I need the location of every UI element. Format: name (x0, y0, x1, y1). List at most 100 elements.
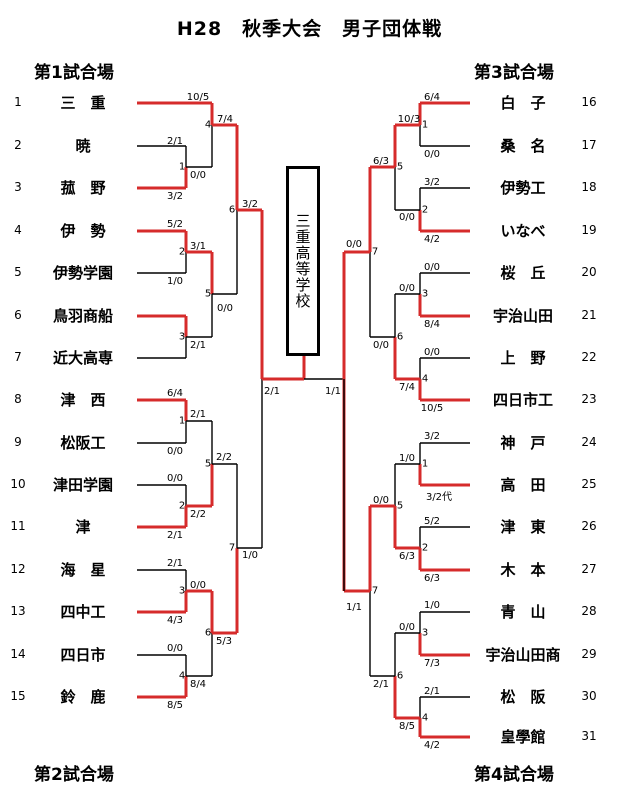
score-label: 0/0 (345, 239, 363, 250)
score-label: 0/0 (398, 622, 416, 633)
score-label: 1/0 (166, 276, 184, 287)
score-label: 0/0 (189, 580, 207, 591)
match-number: 6 (396, 670, 404, 682)
match-number: 3 (421, 627, 429, 639)
team-seed: 29 (581, 647, 597, 661)
team-name: 神 戸 (500, 434, 546, 452)
score-label: 1/1 (324, 386, 342, 397)
score-label: 8/4 (189, 679, 207, 690)
match-number: 1 (178, 161, 186, 173)
team-seed: 3 (14, 180, 22, 194)
score-label: 5/2 (166, 219, 184, 230)
score-label: 10/5 (420, 403, 444, 414)
match-number: 6 (228, 204, 236, 216)
team-name: 伊勢学園 (52, 264, 113, 282)
score-label: 2/1 (189, 340, 207, 351)
score-label: 3/2 (241, 199, 259, 210)
team-name: 鈴 鹿 (60, 688, 106, 706)
match-number: 2 (421, 542, 429, 554)
match-number: 1 (421, 458, 429, 470)
score-label: 1/0 (423, 600, 441, 611)
score-label: 2/2 (189, 509, 207, 520)
team-name: 宇治山田商 (485, 646, 561, 664)
match-number: 1 (178, 415, 186, 427)
team-name: 海 星 (60, 561, 106, 579)
score-label: 3/2 (166, 191, 184, 202)
score-label: 0/0 (423, 149, 441, 160)
team-name: 四日市 (60, 646, 106, 664)
team-seed: 6 (14, 308, 22, 322)
match-number: 6 (204, 627, 212, 639)
team-name: 伊 勢 (60, 222, 106, 240)
score-label: 8/5 (398, 721, 416, 732)
champion-box: 三重高等学校 (286, 166, 320, 356)
score-label: 6/4 (166, 388, 184, 399)
score-label: 2/1 (189, 409, 207, 420)
team-seed: 27 (581, 562, 597, 576)
team-seed: 7 (14, 350, 22, 364)
team-seed: 26 (581, 519, 597, 533)
score-label: 2/1 (263, 386, 281, 397)
score-label: 10/5 (186, 92, 210, 103)
team-seed: 14 (10, 647, 26, 661)
match-number: 4 (421, 373, 429, 385)
match-number: 2 (178, 500, 186, 512)
team-seed: 8 (14, 392, 22, 406)
team-name: 四日市工 (492, 391, 553, 409)
score-label: 4/2 (423, 740, 441, 751)
match-number: 3 (421, 288, 429, 300)
team-seed: 25 (581, 477, 597, 491)
team-seed: 12 (10, 562, 26, 576)
team-seed: 23 (581, 392, 597, 406)
team-seed: 9 (14, 435, 22, 449)
score-label: 8/4 (423, 319, 441, 330)
team-name: 松阪工 (60, 434, 106, 452)
score-label: 2/1 (372, 679, 390, 690)
team-name: 四中工 (60, 603, 106, 621)
team-seed: 16 (581, 95, 597, 109)
match-number: 5 (396, 161, 404, 173)
score-label: 0/0 (166, 446, 184, 457)
score-label: 4/2 (423, 234, 441, 245)
score-label: 6/3 (398, 551, 416, 562)
score-label: 1/0 (398, 453, 416, 464)
team-name: 宇治山田 (492, 307, 553, 325)
team-name: 青 山 (500, 603, 546, 621)
team-name: 津田学園 (52, 476, 113, 494)
team-name: 鳥羽商船 (52, 307, 113, 325)
match-number: 7 (371, 246, 379, 258)
match-number: 3 (178, 585, 186, 597)
score-label: 3/2 (423, 177, 441, 188)
champion-name: 三重高等学校 (293, 213, 312, 309)
score-label: 0/0 (423, 347, 441, 358)
score-label: 6/3 (372, 156, 390, 167)
match-number: 4 (178, 670, 186, 682)
team-seed: 20 (581, 265, 597, 279)
team-seed: 31 (581, 729, 597, 743)
venue-2-label: 第2試合場 (34, 765, 114, 785)
score-label: 2/2 (215, 452, 233, 463)
score-label: 7/3 (423, 658, 441, 669)
score-label: 4/3 (166, 615, 184, 626)
score-label: 0/0 (166, 473, 184, 484)
team-seed: 30 (581, 689, 597, 703)
match-number: 7 (371, 585, 379, 597)
match-number: 5 (204, 288, 212, 300)
score-label: 7/4 (398, 382, 416, 393)
score-label: 1/0 (241, 550, 259, 561)
score-label: 1/1 (345, 602, 363, 613)
score-label: 3/2 (423, 431, 441, 442)
score-label: 5/2 (423, 516, 441, 527)
match-number: 5 (204, 458, 212, 470)
team-seed: 11 (10, 519, 26, 533)
team-name: 近大高専 (52, 349, 113, 367)
score-label: 0/0 (189, 170, 207, 181)
team-name: 皇學館 (500, 728, 546, 746)
team-seed: 17 (581, 138, 597, 152)
score-label: 2/1 (423, 686, 441, 697)
score-label: 2/1 (166, 136, 184, 147)
score-label: 3/2代 (425, 492, 453, 503)
team-seed: 2 (14, 138, 22, 152)
team-name: 高 田 (500, 476, 546, 494)
match-number: 4 (421, 712, 429, 724)
